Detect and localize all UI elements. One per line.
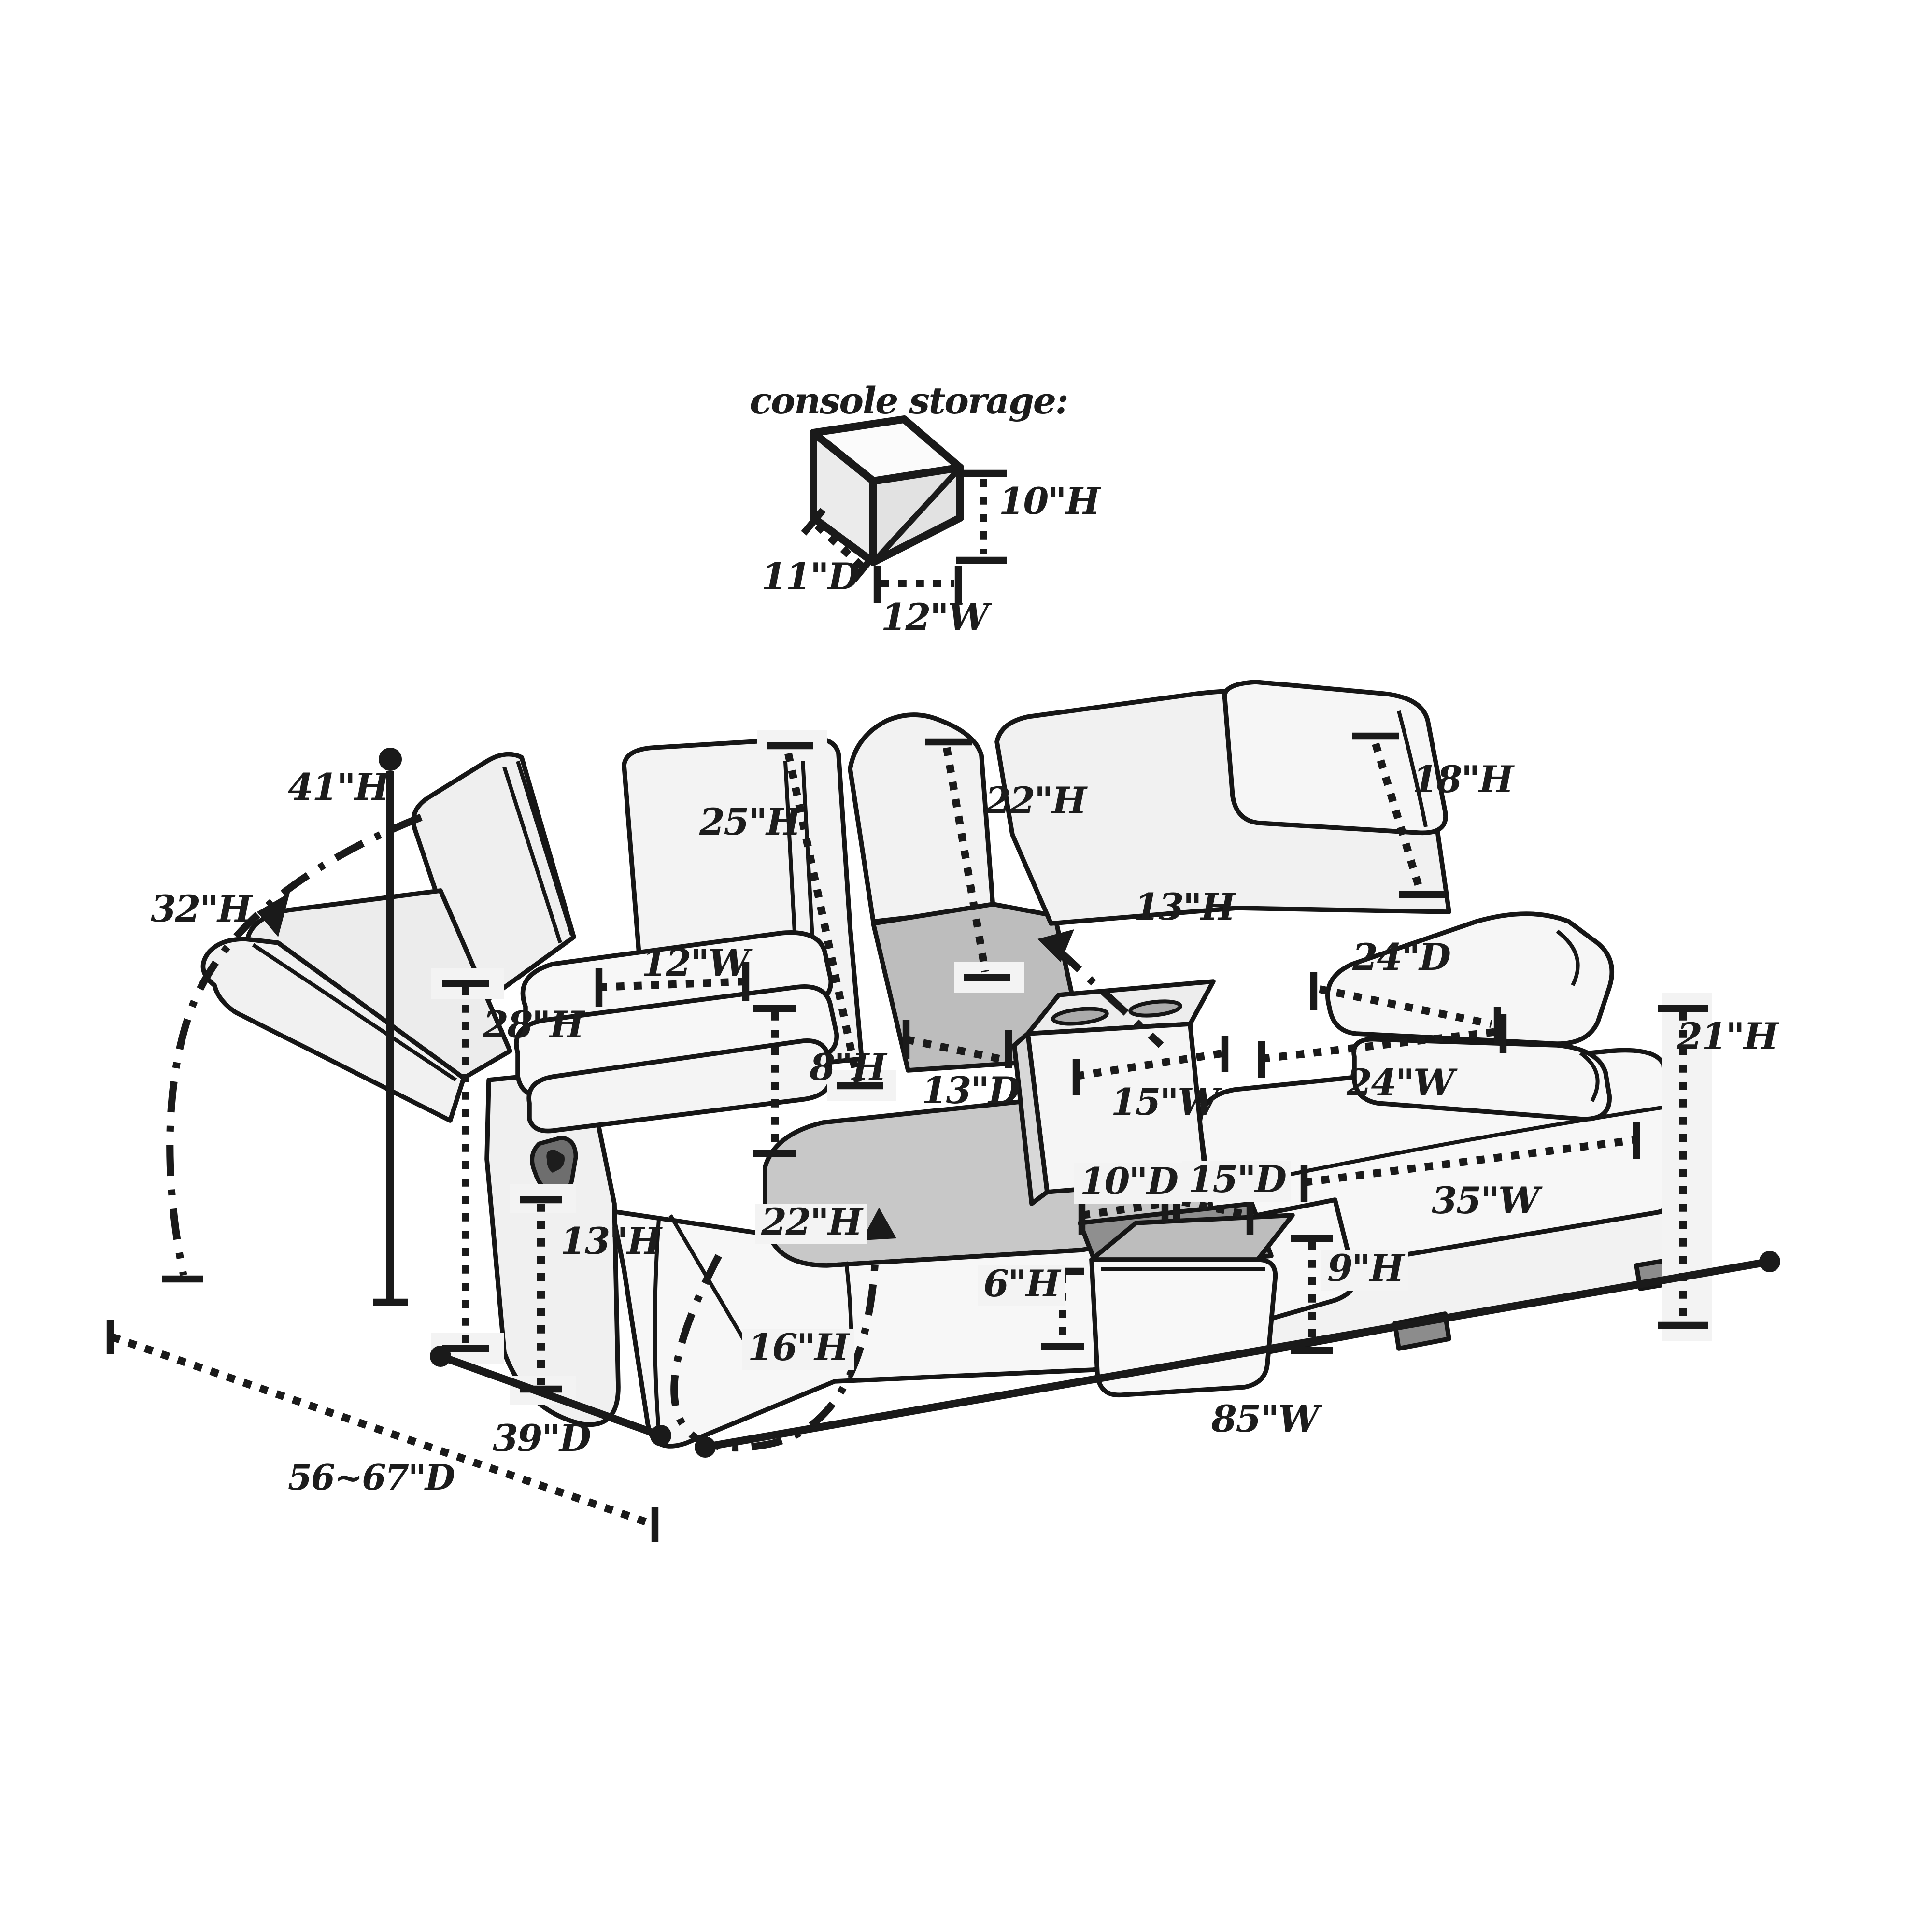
right-backrest xyxy=(994,680,1451,926)
dim-label-left-armrest-width: 12"W xyxy=(641,943,750,985)
console-storage-cube xyxy=(810,415,964,566)
dim-label-back-height: 21"H xyxy=(1677,1016,1778,1059)
dim-label-reclined-backrest-height: 32"H xyxy=(151,889,252,931)
dim-label-reclined-total-depth: 56~67"D xyxy=(288,1459,455,1499)
left-reclined-backrest xyxy=(411,752,576,1011)
armrest-width-line xyxy=(1261,1028,1498,1063)
storage-drawer xyxy=(1078,1201,1295,1398)
dim-label-console-above-seat: 13"H xyxy=(1134,887,1236,929)
dim-label-armrest-width: 24"W xyxy=(1347,1063,1455,1105)
dim-label-sofa-depth: 39"D xyxy=(493,1418,591,1461)
dim-label-cube-height: 10"H xyxy=(999,481,1100,524)
dim-label-total-height: 41"H xyxy=(288,767,389,810)
footrest-swing-arc xyxy=(670,1254,879,1452)
dimension-line-caps xyxy=(106,469,1708,1542)
cup-holder xyxy=(1051,1007,1109,1026)
center-console xyxy=(1012,979,1216,1206)
dim-label-headrest-height: 18"H xyxy=(1412,759,1514,802)
dim-label-console-width: 15"W xyxy=(1111,1082,1219,1124)
dim-label-armrest-depth: 24"D xyxy=(1352,937,1451,980)
dim-label-drawer-depth: 15"D xyxy=(1182,1161,1292,1202)
dim-label-handle-height: 13"H xyxy=(560,1221,662,1264)
dim-label-armrest-floor-height: 28"H xyxy=(483,1005,584,1047)
console-width-line xyxy=(1075,1049,1226,1080)
dim-label-seat-console-depth: 13"D xyxy=(922,1070,1020,1113)
dim-label-sofa-width: 85"W xyxy=(1211,1399,1320,1441)
seat-height-arrow-icon xyxy=(862,1208,896,1240)
dim-label-cube-depth: 11"D xyxy=(761,556,860,599)
dim-label-footrest-height: 16"H xyxy=(742,1329,854,1370)
dimension-lines-dotted xyxy=(111,479,1687,1528)
console-height-pointer-line xyxy=(1054,946,1164,1048)
drawer-front-depth-line xyxy=(1081,1200,1166,1219)
recline-direction-arrow-icon xyxy=(257,893,290,937)
seat-width-line xyxy=(1303,1136,1637,1186)
center-backrest xyxy=(848,712,995,924)
recline-arc xyxy=(166,813,423,1276)
dim-label-center-backrest-height: 22"H xyxy=(985,781,1087,823)
console-pointer-arrow-icon xyxy=(1037,929,1074,962)
headrest-height-line xyxy=(1372,742,1424,892)
reclined-depth-line xyxy=(111,1333,654,1528)
dim-label-drawer-height: 6"H xyxy=(978,1265,1065,1306)
seat-console-depth-line xyxy=(905,1036,1009,1065)
sofa-depth-line xyxy=(439,1352,662,1439)
left-backrest-height-line xyxy=(784,753,862,1083)
dim-label-left-backrest-height: 25"H xyxy=(699,802,801,844)
dim-label-seat-height: 22"H xyxy=(755,1204,867,1244)
dim-label-base-height: 9"H xyxy=(1321,1250,1409,1291)
left-armrest xyxy=(484,930,839,1427)
cube-depth-line xyxy=(814,523,867,571)
cup-holder xyxy=(1128,999,1182,1018)
dimension-lines-solid xyxy=(379,748,1780,1458)
right-armrest-pillow xyxy=(1325,911,1615,1122)
drawer-depth-line xyxy=(1181,1198,1251,1219)
dim-label-seat-cushion-width: 35"W xyxy=(1432,1180,1540,1223)
left-armrest-width-line xyxy=(598,978,746,991)
dim-label-drawer-front-depth: 10"D xyxy=(1074,1163,1183,1204)
sofa-width-line xyxy=(704,1258,1771,1451)
dash-dot-arcs xyxy=(166,813,1164,1452)
dim-label-armrest-pillow-height: 8"H xyxy=(810,1047,887,1090)
total-height-endpoint xyxy=(379,748,402,771)
armrest-depth-line xyxy=(1319,985,1492,1028)
dim-label-cube-width: 12"W xyxy=(881,597,989,639)
console-storage-title: console storage: xyxy=(750,381,1069,423)
center-backrest-height-line xyxy=(943,747,989,973)
annotation-arrows xyxy=(257,893,1074,1240)
